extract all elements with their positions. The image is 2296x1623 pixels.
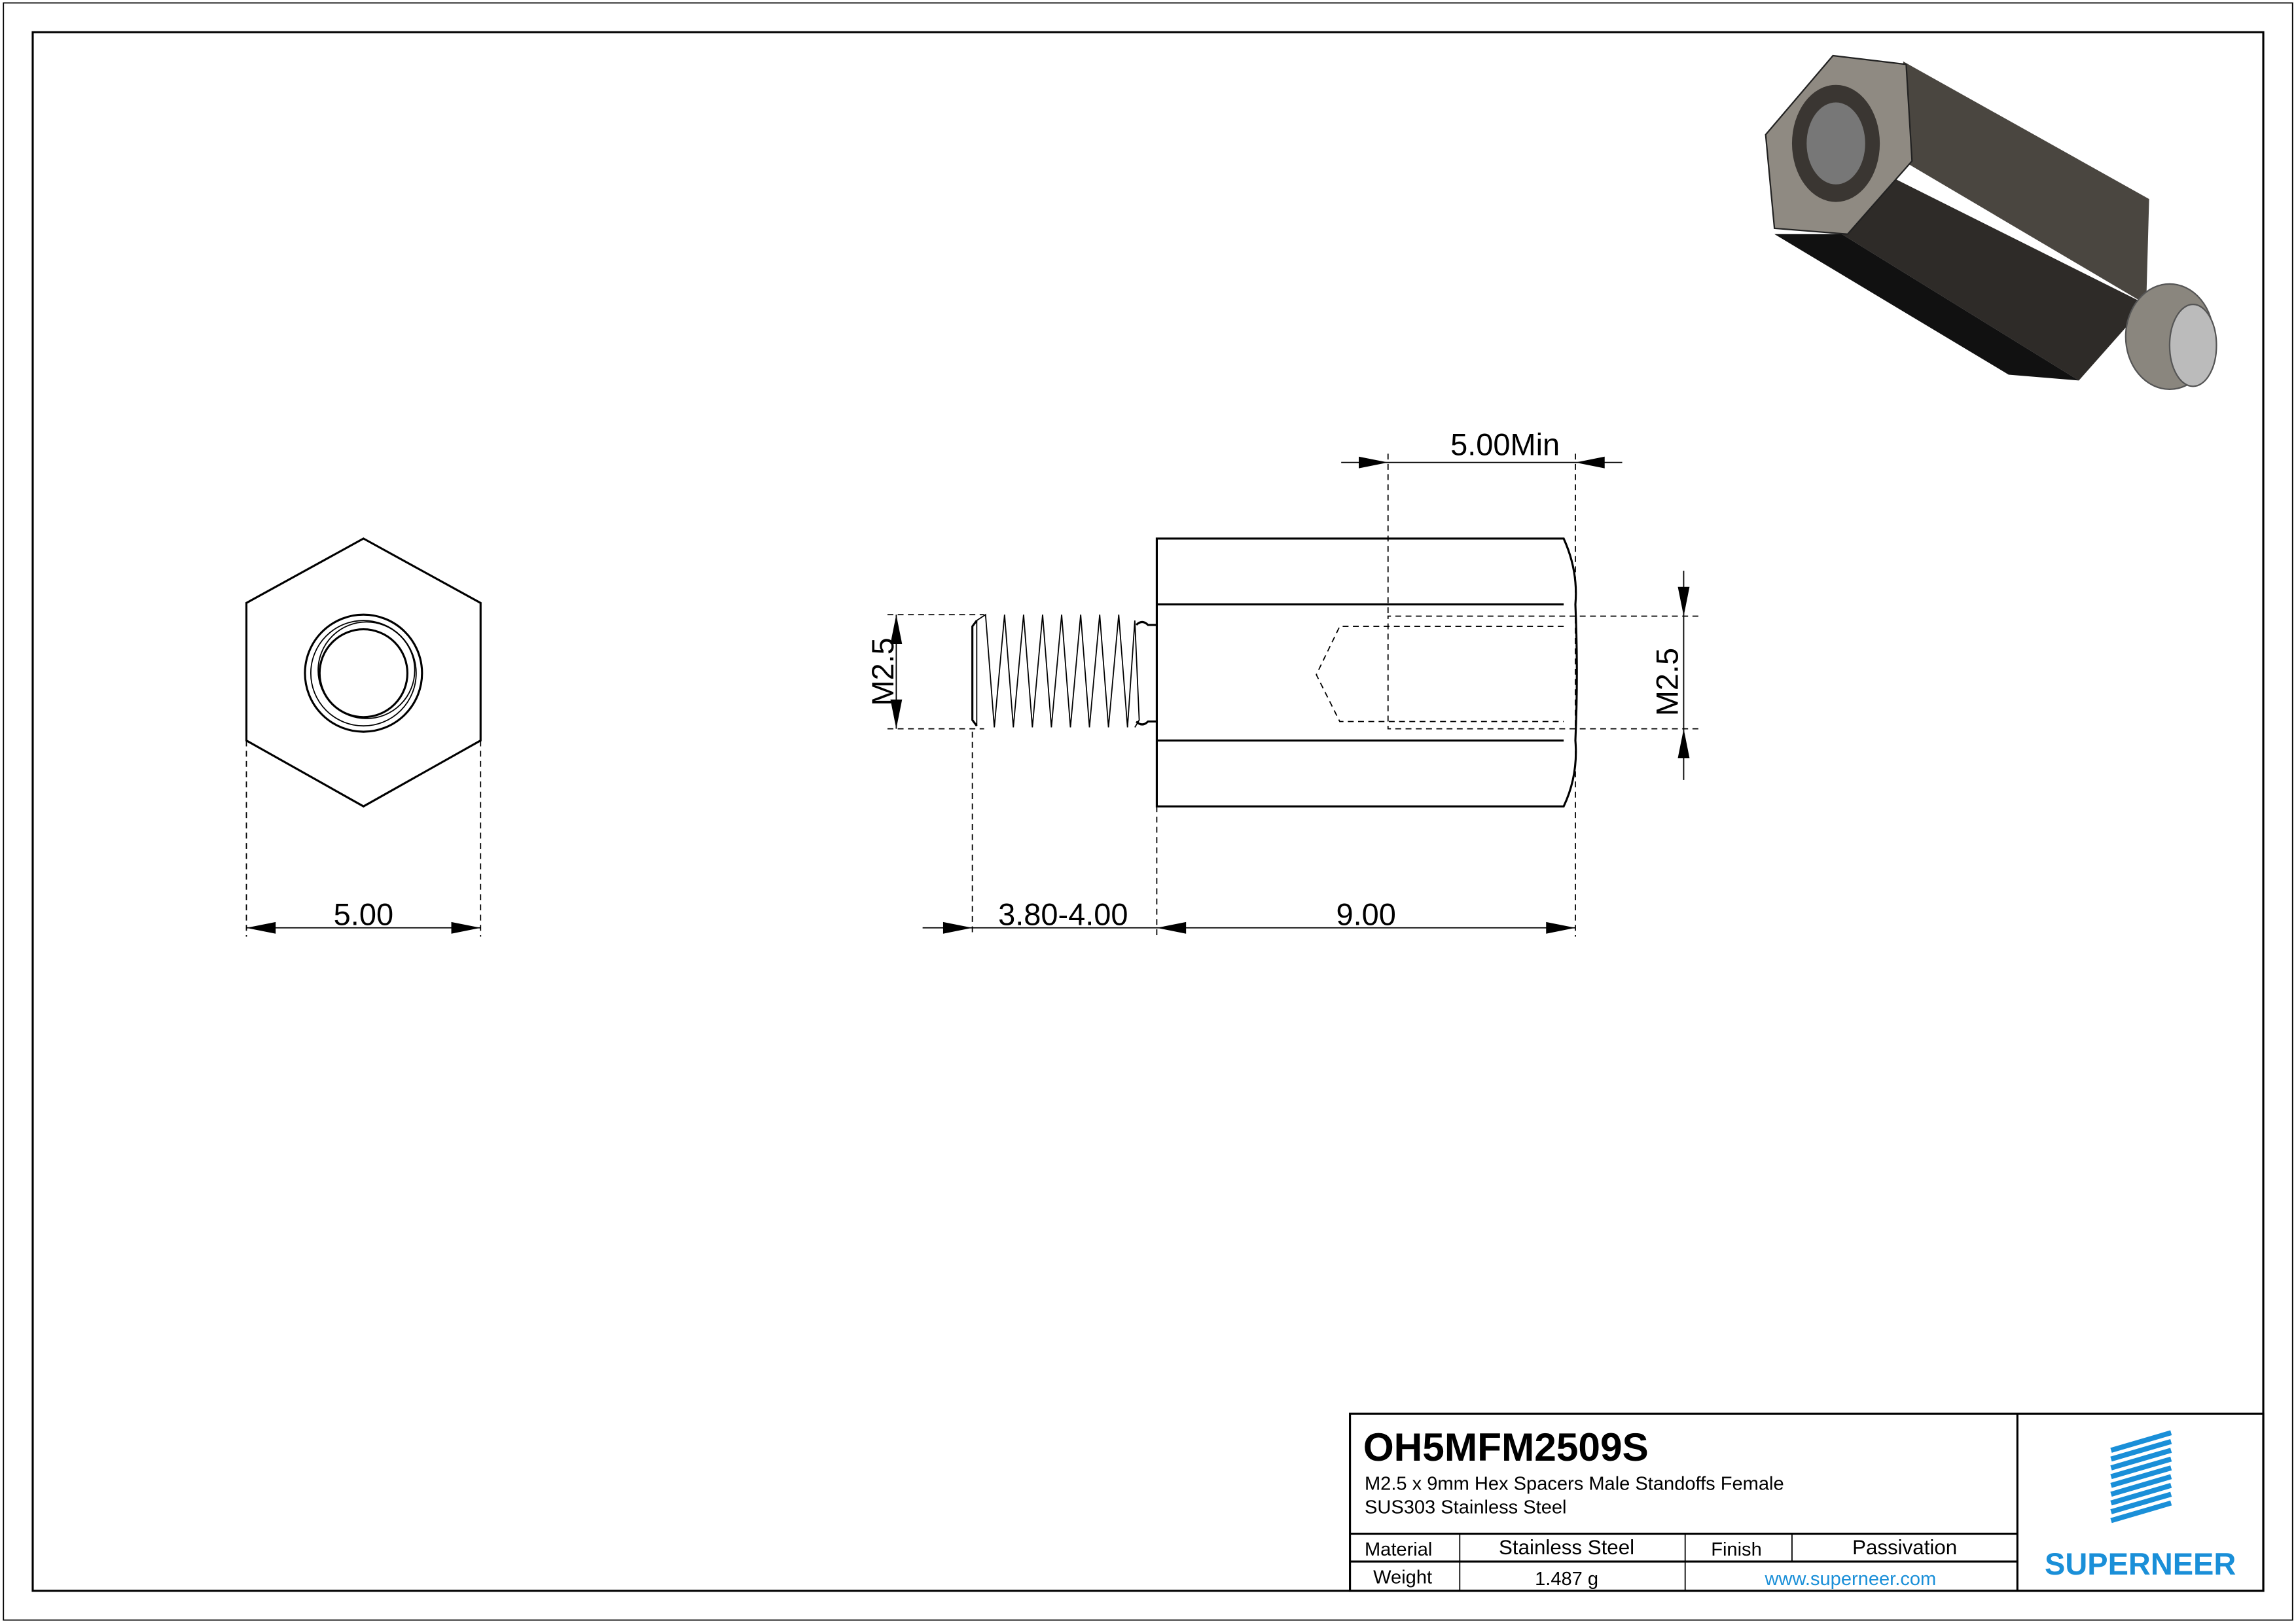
- material-value: Stainless Steel: [1499, 1536, 1634, 1559]
- part-number: OH5MFM2509S: [1363, 1425, 1649, 1469]
- female-thread-dimension: M2.5: [1650, 648, 1685, 716]
- thread-length-dimension: 3.80-4.00: [998, 897, 1128, 931]
- brand-name: SUPERNEER: [2045, 1546, 2236, 1581]
- isometric-render: [1765, 54, 2217, 390]
- hex-width-dimension: 5.00: [334, 897, 393, 931]
- weight-value: 1.487 g: [1535, 1569, 1598, 1590]
- part-description: M2.5 x 9mm Hex Spacers Male Standoffs Fe…: [1365, 1474, 1784, 1495]
- material-spec: SUS303 Stainless Steel: [1365, 1497, 1567, 1518]
- superneer-logo-icon: [2110, 1430, 2172, 1524]
- side-view: M2.5 M2.5 5.00Min 3.80-4.00 9.00: [865, 427, 1698, 937]
- outer-border: [3, 2, 2293, 1621]
- inner-border: [31, 31, 2265, 1592]
- thread-depth-dimension: 5.00Min: [1450, 427, 1560, 461]
- website-link[interactable]: www.superneer.com: [1765, 1569, 1937, 1590]
- male-thread-dimension: M2.5: [865, 637, 900, 705]
- male-thread: [971, 613, 1157, 728]
- material-label: Material: [1365, 1539, 1432, 1560]
- weight-label: Weight: [1373, 1567, 1432, 1588]
- title-block: OH5MFM2509S M2.5 x 9mm Hex Spacers Male …: [1349, 1412, 2265, 1592]
- finish-value: Passivation: [1852, 1536, 1957, 1559]
- finish-label: Finish: [1711, 1539, 1762, 1560]
- body-length-dimension: 9.00: [1336, 897, 1396, 931]
- front-view-hex: 5.00: [245, 537, 482, 937]
